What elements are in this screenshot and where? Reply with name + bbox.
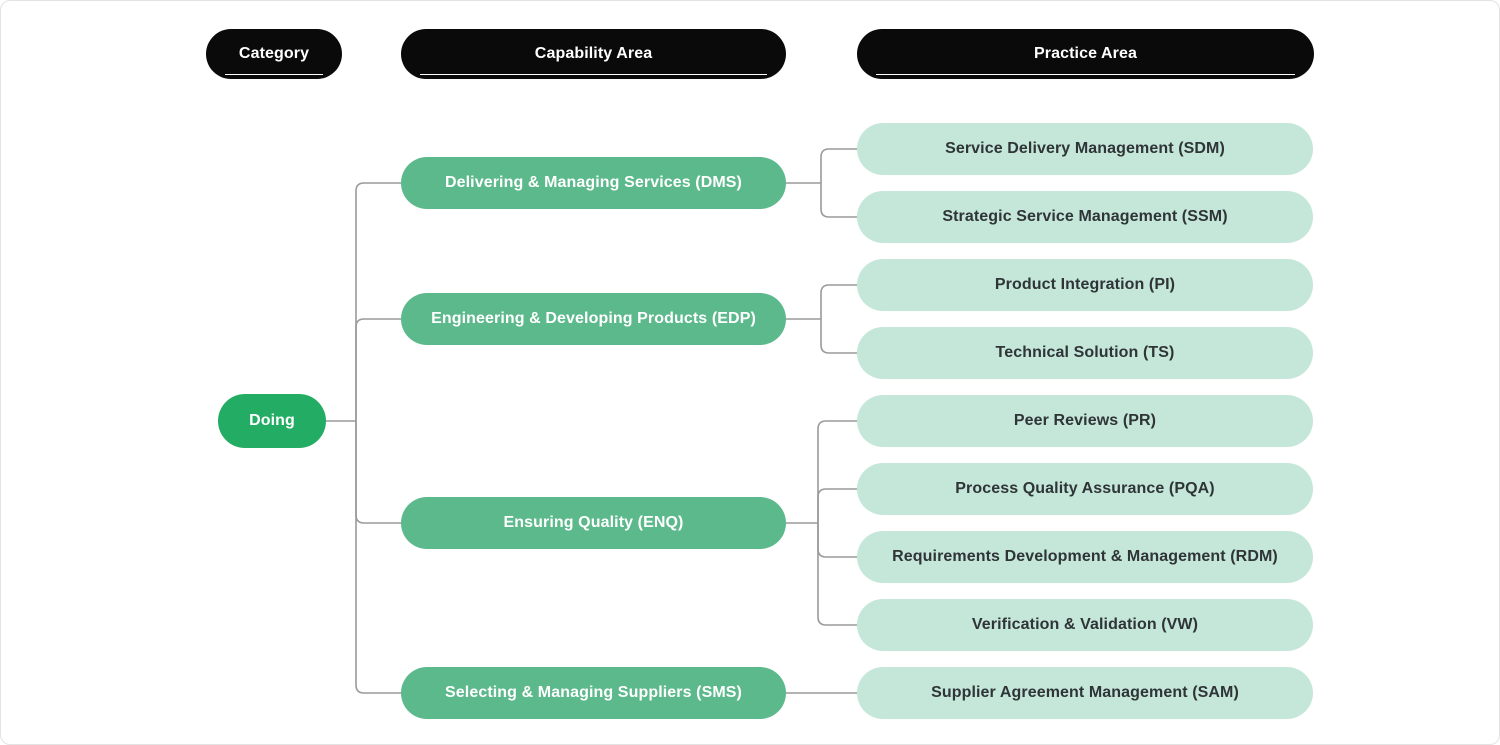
node-practice-sdm[interactable]: Service Delivery Management (SDM) bbox=[857, 123, 1313, 175]
node-practice-pi[interactable]: Product Integration (PI) bbox=[857, 259, 1313, 311]
node-capability-enq[interactable]: Ensuring Quality (ENQ) bbox=[401, 497, 786, 549]
header-underline bbox=[876, 73, 1295, 75]
connector-edp-pi bbox=[820, 284, 857, 319]
node-capability-dms[interactable]: Delivering & Managing Services (DMS) bbox=[401, 157, 786, 209]
connector-enq-rdm bbox=[817, 523, 857, 558]
connector-root-edp bbox=[355, 318, 401, 421]
column-header-label: Category bbox=[238, 45, 310, 62]
node-label: Technical Solution (TS) bbox=[995, 344, 1175, 361]
node-practice-pr[interactable]: Peer Reviews (PR) bbox=[857, 395, 1313, 447]
node-capability-sms[interactable]: Selecting & Managing Suppliers (SMS) bbox=[401, 667, 786, 719]
node-label: Verification & Validation (VW) bbox=[971, 616, 1199, 633]
node-label: Peer Reviews (PR) bbox=[1013, 412, 1157, 429]
connector-dms-ssm bbox=[820, 183, 857, 218]
node-label: Ensuring Quality (ENQ) bbox=[503, 514, 684, 531]
header-underline bbox=[420, 73, 767, 75]
node-practice-rdm[interactable]: Requirements Development & Management (R… bbox=[857, 531, 1313, 583]
connector-edp-ts bbox=[820, 319, 857, 354]
node-label: Process Quality Assurance (PQA) bbox=[955, 480, 1215, 497]
node-label: Requirements Development & Management (R… bbox=[892, 548, 1278, 565]
node-label: Service Delivery Management (SDM) bbox=[945, 140, 1225, 157]
node-practice-sam[interactable]: Supplier Agreement Management (SAM) bbox=[857, 667, 1313, 719]
connector-root-enq bbox=[355, 421, 401, 524]
connector-enq-pr bbox=[817, 420, 857, 523]
node-label: Engineering & Developing Products (EDP) bbox=[431, 310, 756, 327]
header-underline bbox=[225, 73, 323, 75]
node-practice-ssm[interactable]: Strategic Service Management (SSM) bbox=[857, 191, 1313, 243]
node-label: Strategic Service Management (SSM) bbox=[942, 208, 1228, 225]
node-label: Supplier Agreement Management (SAM) bbox=[931, 684, 1239, 701]
node-practice-pqa[interactable]: Process Quality Assurance (PQA) bbox=[857, 463, 1313, 515]
node-label: Product Integration (PI) bbox=[994, 276, 1176, 293]
connector-enq-pqa bbox=[817, 488, 857, 523]
node-label: Doing bbox=[249, 412, 295, 429]
node-practice-ts[interactable]: Technical Solution (TS) bbox=[857, 327, 1313, 379]
node-label: Delivering & Managing Services (DMS) bbox=[444, 174, 742, 191]
connector-root-dms bbox=[355, 182, 401, 421]
connector-root-sms bbox=[355, 421, 401, 694]
column-header-practice-area: Practice Area bbox=[857, 29, 1314, 79]
node-doing[interactable]: Doing bbox=[218, 394, 326, 448]
node-label: Selecting & Managing Suppliers (SMS) bbox=[445, 684, 742, 701]
connector-enq-vw bbox=[817, 523, 857, 626]
node-practice-vw[interactable]: Verification & Validation (VW) bbox=[857, 599, 1313, 651]
node-capability-edp[interactable]: Engineering & Developing Products (EDP) bbox=[401, 293, 786, 345]
column-header-label: Practice Area bbox=[1034, 45, 1137, 62]
column-header-capability-area: Capability Area bbox=[401, 29, 786, 79]
connector-dms-sdm bbox=[820, 148, 857, 183]
column-header-label: Capability Area bbox=[534, 45, 653, 62]
column-header-category: Category bbox=[206, 29, 342, 79]
